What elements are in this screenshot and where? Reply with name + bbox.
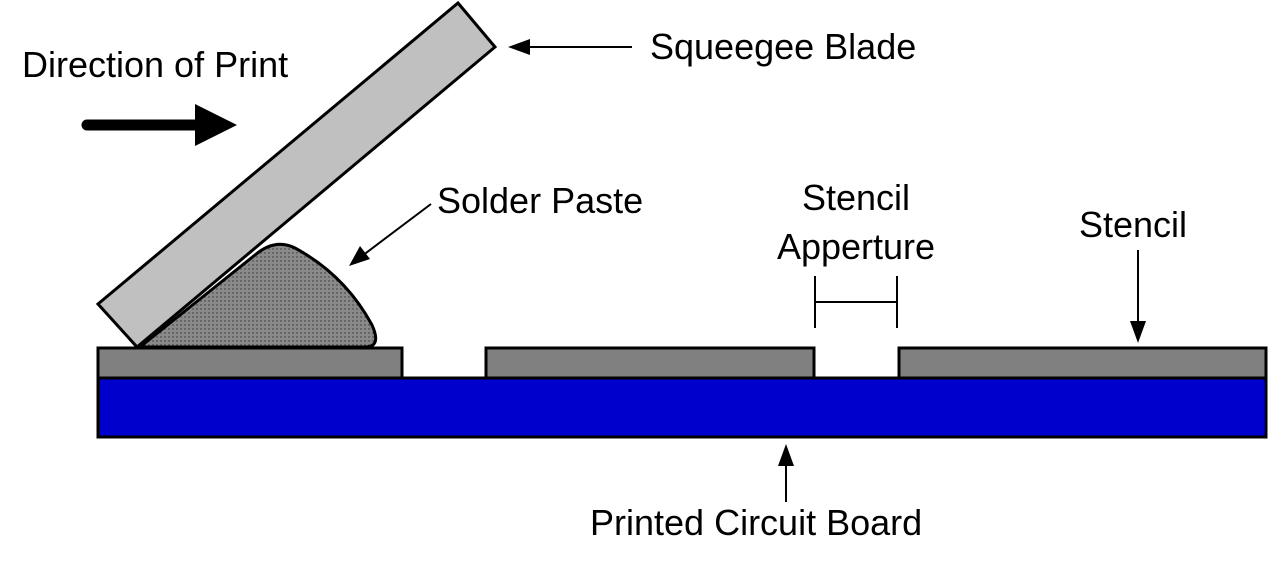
pcb-label: Printed Circuit Board: [590, 502, 922, 543]
solder-paste-label: Solder Paste: [437, 180, 643, 221]
printed-circuit-board: [96, 376, 1268, 439]
stencil-segment: [484, 346, 816, 380]
solder-paste: [135, 242, 378, 349]
stencil-pointer-arrow: [1130, 250, 1146, 343]
aperture-label-line1: Stencil: [802, 177, 910, 218]
squeegee-pointer-arrow: [508, 39, 632, 55]
stencil: [96, 346, 1268, 380]
aperture-bracket: [814, 276, 898, 328]
aperture-label-line2: Apperture: [777, 226, 935, 267]
solder-paste-pointer-arrow: [349, 203, 432, 266]
direction-label: Direction of Print: [22, 44, 288, 85]
stencil-label: Stencil: [1079, 204, 1187, 245]
pcb-pointer-arrow: [778, 444, 794, 502]
stencil-segment: [96, 346, 404, 380]
squeegee-blade: [95, 0, 498, 350]
direction-arrow-icon: [81, 104, 237, 146]
stencil-segment: [897, 346, 1268, 380]
squeegee-label: Squeegee Blade: [650, 26, 916, 67]
